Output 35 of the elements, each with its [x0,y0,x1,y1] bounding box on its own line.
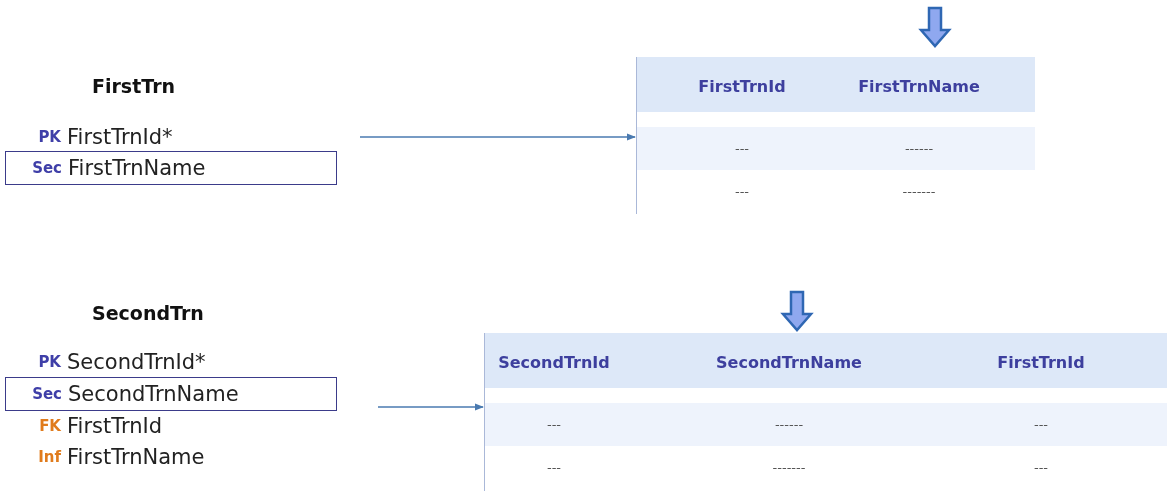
arrow [359,133,636,141]
key-marker: PK [37,128,62,146]
key-marker: Sec [31,159,63,177]
attribute-name: SecondTrnId* [67,350,206,374]
table-cell: --- [734,141,750,156]
table-cell: --- [1033,417,1049,432]
table-cell: ------- [902,184,936,199]
entity-title: SecondTrn [92,302,204,324]
arrow [377,403,484,411]
data-table [484,333,1167,491]
table-cell: ------ [774,417,804,432]
table-cell: --- [1033,460,1049,475]
data-table [636,57,1035,214]
highlighted-attribute-row [5,151,337,185]
column-header: FirstTrnName [858,77,980,96]
key-marker: PK [37,353,62,371]
table-cell: --- [546,417,562,432]
column-header: FirstTrnId [698,77,786,96]
column-header: SecondTrnName [716,353,862,372]
table-cell: --- [546,460,562,475]
entity-title: FirstTrn [92,75,176,97]
attribute-name: FirstTrnName [67,445,205,469]
table-cell: ------ [904,141,934,156]
attribute-name: FirstTrnId [67,414,163,438]
highlighted-attribute-row [5,377,337,411]
attribute-name: FirstTrnName [68,156,206,180]
attribute-name: SecondTrnName [68,382,239,406]
key-marker: FK [38,417,62,435]
key-marker: Sec [31,385,63,403]
attribute-name: FirstTrnId* [67,125,173,149]
column-header: SecondTrnId [498,353,610,372]
column-header: FirstTrnId [997,353,1085,372]
key-marker: Inf [37,448,63,466]
table-cell: ------- [772,460,806,475]
table-cell: --- [734,184,750,199]
